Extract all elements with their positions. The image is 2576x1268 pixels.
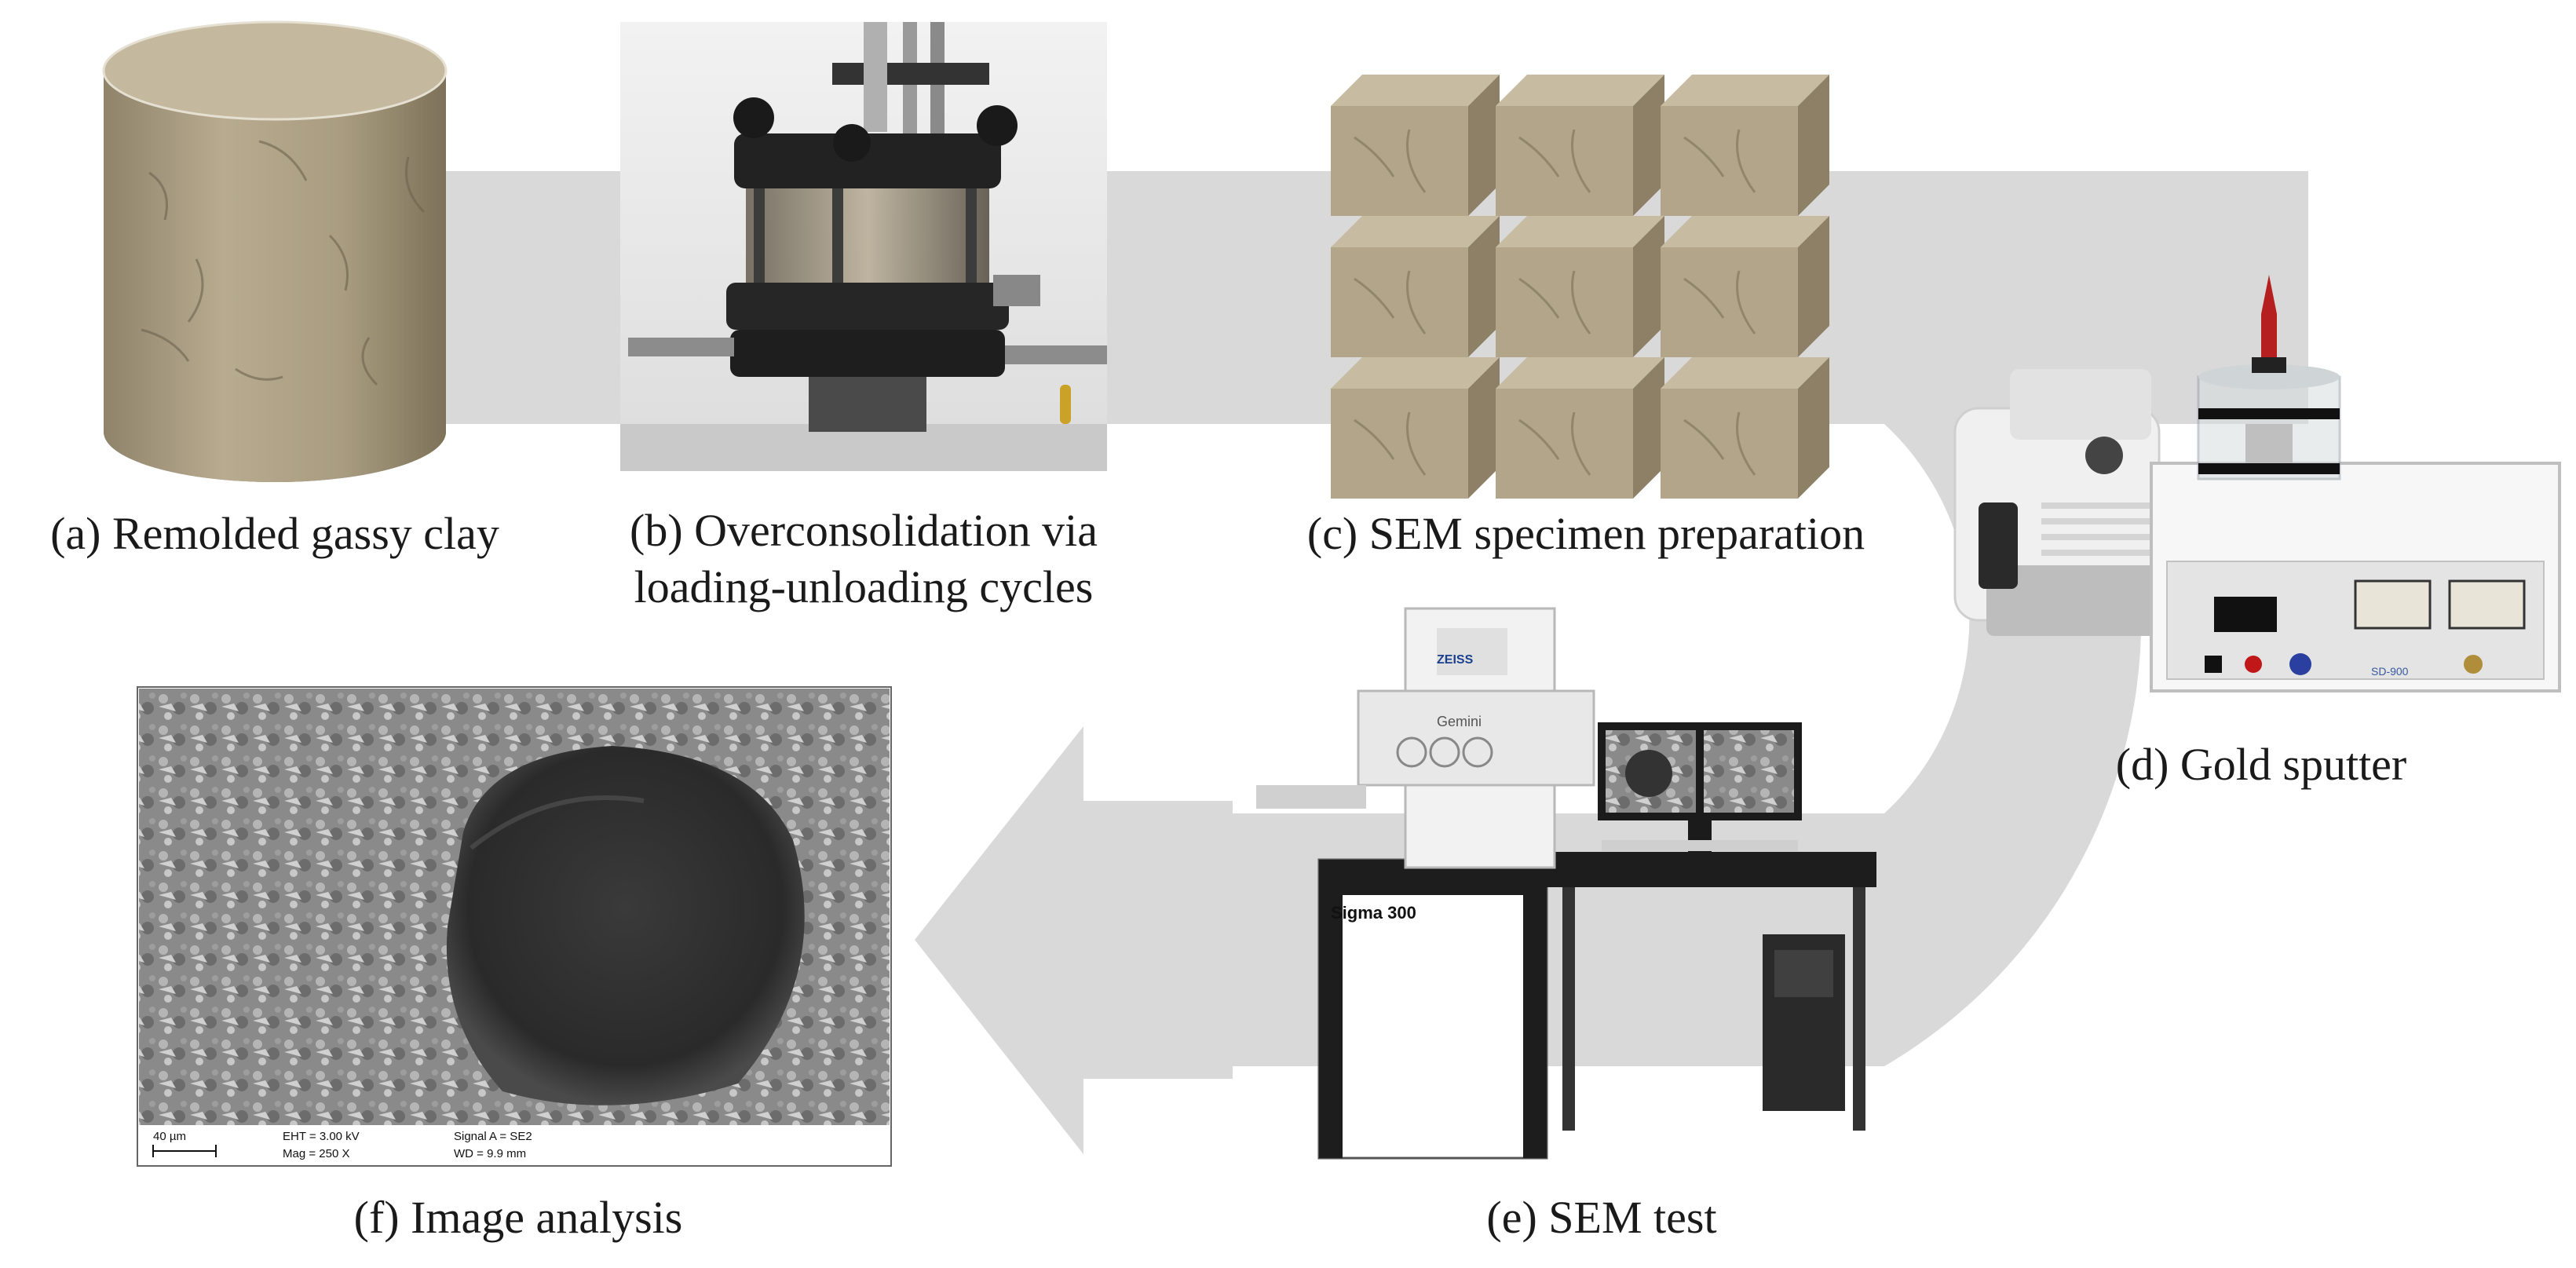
sem-micrograph-icon: 40 µm EHT = 3.00 kV Mag = 250 X Signal A…	[137, 686, 892, 1167]
label-gold-sputter: (d) Gold sputter	[2115, 739, 2407, 790]
label-sem-test: (e) SEM test	[1486, 1192, 1717, 1243]
label-overconsolidation: (b) Overconsolidation via loading-unload…	[581, 502, 1146, 616]
sem-brand-text: ZEISS	[1437, 653, 1474, 667]
sem-mag-text: Mag = 250 X	[283, 1147, 349, 1160]
sem-microscope-icon: ZEISS Gemini Sigma 300	[1256, 607, 1876, 1160]
clay-cube	[1661, 75, 1829, 216]
gold-sputter-icon: SD-900	[1953, 275, 2561, 692]
clay-cylinder-icon	[102, 20, 448, 482]
sem-model-text: Sigma 300	[1331, 903, 1416, 923]
sem-eht-text: EHT = 3.00 kV	[283, 1130, 360, 1143]
sem-signal-text: Signal A = SE2	[454, 1130, 532, 1143]
consolidometer-icon	[620, 22, 1107, 471]
clay-cube	[1331, 357, 1500, 499]
sem-scale-text: 40 µm	[153, 1130, 186, 1143]
clay-cube	[1331, 216, 1500, 357]
label-overconsolidation-line2: loading-unloading cycles	[634, 561, 1094, 612]
sem-column-text: Gemini	[1437, 714, 1482, 729]
clay-cube	[1661, 216, 1829, 357]
label-sem-specimen-preparation: (c) SEM specimen preparation	[1306, 508, 1865, 559]
label-remolded-gassy-clay: (a) Remolded gassy clay	[50, 508, 499, 559]
sputter-model-text: SD-900	[2371, 665, 2409, 678]
label-image-analysis: (f) Image analysis	[353, 1192, 683, 1243]
clay-cube	[1496, 75, 1664, 216]
sem-wd-text: WD = 9.9 mm	[454, 1147, 526, 1160]
label-overconsolidation-line1: (b) Overconsolidation via	[630, 505, 1098, 556]
clay-cube	[1496, 357, 1664, 499]
clay-cube	[1661, 357, 1829, 499]
clay-cube	[1496, 216, 1664, 357]
clay-cubes-icon	[1331, 75, 1829, 499]
clay-cube	[1331, 75, 1500, 216]
